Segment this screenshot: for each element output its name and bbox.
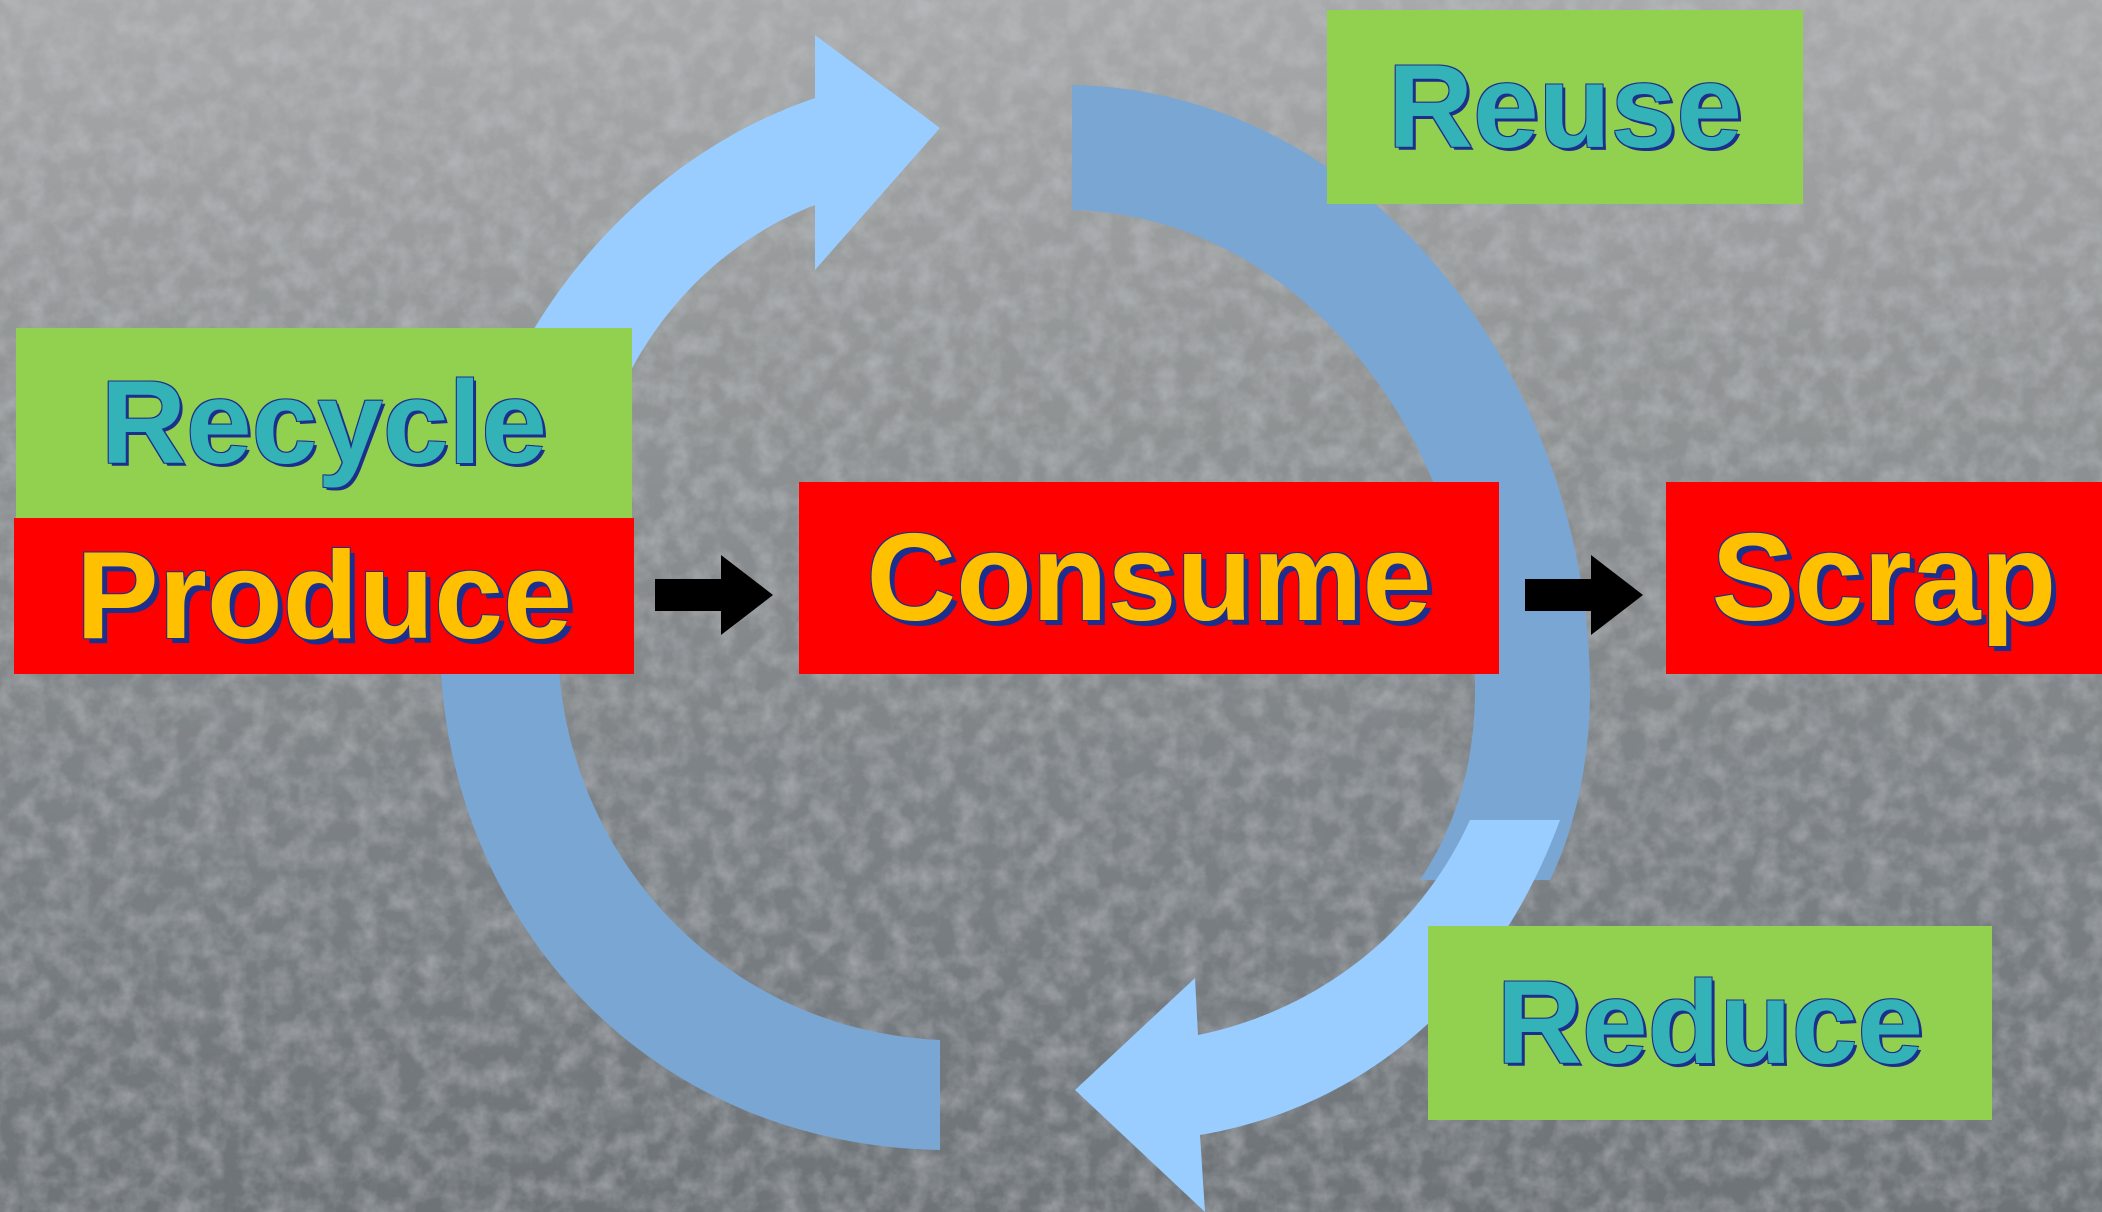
consume-label: Consume (799, 482, 1499, 674)
reuse-label: Reuse (1327, 10, 1803, 204)
recycle-label: Recycle (16, 328, 632, 518)
produce-label: Produce (14, 518, 634, 674)
arrow-right-icon (1525, 555, 1643, 635)
reduce-label: Reduce (1428, 926, 1992, 1120)
arrow-right-icon (655, 555, 773, 635)
scrap-label: Scrap (1666, 482, 2102, 674)
